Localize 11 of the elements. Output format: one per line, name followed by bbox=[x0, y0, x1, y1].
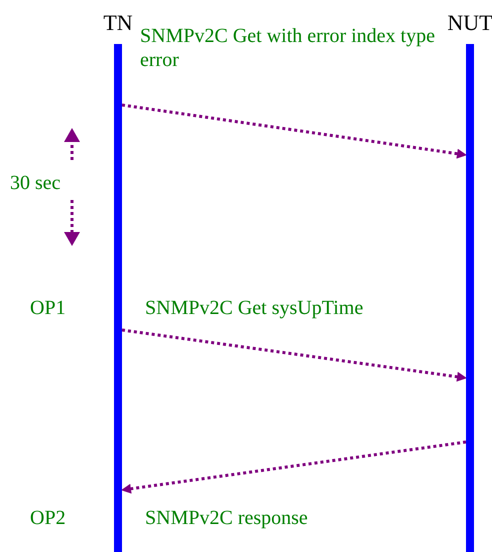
operation-label: OP1 bbox=[30, 296, 66, 320]
message-arrow bbox=[122, 104, 467, 159]
edge-label: SNMPv2C Get sysUpTime bbox=[145, 296, 364, 320]
edge-label: SNMPv2C Get with error index type error bbox=[140, 24, 436, 72]
lifeline-title: TN bbox=[102, 10, 134, 36]
message-arrow bbox=[121, 440, 466, 494]
interval-label: 30 sec bbox=[10, 171, 61, 195]
edge-label: SNMPv2C response bbox=[145, 506, 309, 530]
message-arrow bbox=[122, 328, 467, 382]
lifeline-title: NUT bbox=[446, 10, 492, 36]
operation-label: OP2 bbox=[30, 506, 66, 530]
